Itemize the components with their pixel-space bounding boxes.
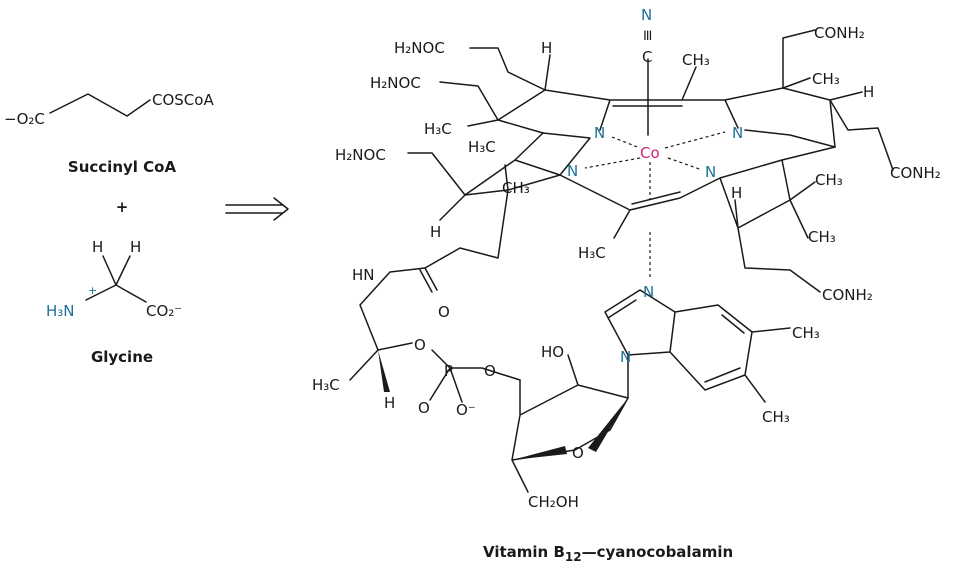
methyl-benzimidazole-2: CH₃ bbox=[762, 408, 790, 426]
upper-right-substituents bbox=[782, 29, 863, 101]
amide-left-low: H₂NOC bbox=[335, 146, 386, 164]
amide-left-top: H₂NOC bbox=[394, 39, 445, 57]
corrin-nitrogen-upper-right: N bbox=[732, 124, 743, 142]
corrin-ring-upper bbox=[439, 47, 836, 148]
b12-bond-skeleton bbox=[349, 29, 894, 493]
methyl-left-upper: H₃C bbox=[424, 120, 452, 138]
cyanide-triple-bond: ≡ bbox=[639, 29, 657, 42]
methyl-propanol: H₃C bbox=[312, 376, 340, 394]
succinyl-chain-bonds bbox=[49, 93, 151, 117]
benzimidazole-nitrogen-top: N bbox=[643, 283, 654, 301]
amide-top-right: CONH₂ bbox=[814, 24, 865, 42]
propanol-wedge bbox=[378, 350, 390, 392]
succinyl-coa-structure: −O₂C COSCoA Succinyl CoA bbox=[4, 91, 214, 176]
cobalt-center: Co bbox=[640, 144, 660, 162]
retrosynthesis-arrow bbox=[225, 197, 289, 221]
amide-carbonyl-oxygen: O bbox=[438, 303, 450, 321]
corrin-nitrogen-upper-left: N bbox=[594, 124, 605, 142]
succinyl-thioester-label: COSCoA bbox=[152, 91, 214, 109]
corrin-nitrogen-lower-left: N bbox=[567, 162, 578, 180]
amide-right: CONH₂ bbox=[890, 164, 941, 182]
glycine-bonds bbox=[85, 255, 147, 303]
benzimidazole-bonds bbox=[604, 289, 791, 403]
ribose-wedge-right bbox=[588, 398, 628, 452]
amide-left-mid: H₂NOC bbox=[370, 74, 421, 92]
methyl-benzimidazole-1: CH₃ bbox=[792, 324, 820, 342]
hydrogen-lower-left: H bbox=[430, 223, 441, 241]
phosphate-bonds bbox=[429, 349, 521, 403]
corrin-ring-lower bbox=[407, 99, 894, 293]
methyl-lower-right-2: CH₃ bbox=[808, 228, 836, 246]
methyl-left-mid: H₃C bbox=[468, 138, 496, 156]
methyl-lower-center: H₃C bbox=[578, 244, 606, 262]
corrin-nitrogen-lower-right: N bbox=[705, 163, 716, 181]
glycine-caption: Glycine bbox=[91, 348, 153, 366]
phosphate-oxygen-anion: O⁻ bbox=[456, 401, 476, 419]
phosphate-phosphorus: P bbox=[444, 362, 453, 380]
ribose-hydroxyl: HO bbox=[541, 343, 564, 361]
cobalt-coordination-bonds bbox=[584, 131, 726, 280]
glycine-h-left: H bbox=[92, 238, 103, 256]
glycine-ammonium-charge: + bbox=[88, 284, 97, 297]
glycine-structure: H H + H₃N CO₂⁻ Glycine bbox=[46, 238, 182, 366]
succinyl-carboxylate-label: −O₂C bbox=[4, 110, 45, 128]
amide-chain-bonds bbox=[359, 267, 438, 351]
cyanide-nitrogen: N bbox=[641, 6, 652, 24]
methyl-upper-right: CH₃ bbox=[812, 70, 840, 88]
succinyl-coa-caption: Succinyl CoA bbox=[68, 158, 177, 176]
glycine-carboxylate-label: CO₂⁻ bbox=[146, 302, 182, 320]
methyl-lower-right-1: CH₃ bbox=[815, 171, 843, 189]
benzimidazole-nitrogen-bottom: N bbox=[620, 348, 631, 366]
ribose-ring-oxygen: O bbox=[572, 444, 584, 462]
hydrogen-lower-right: H bbox=[731, 184, 742, 202]
plus-sign: + bbox=[116, 198, 129, 216]
glycine-h-right: H bbox=[130, 238, 141, 256]
ribose-hydroxymethyl: CH₂OH bbox=[528, 493, 579, 511]
glycine-ammonium-label: H₃N bbox=[46, 302, 75, 320]
hydrogen-upper-right: H bbox=[863, 83, 874, 101]
ribose-wedge-left bbox=[512, 446, 567, 460]
amide-lower-right: CONH₂ bbox=[822, 286, 873, 304]
amide-nh: HN bbox=[352, 266, 375, 284]
phosphate-oxygen-right: O bbox=[484, 362, 496, 380]
propanol-bonds bbox=[349, 342, 413, 381]
methyl-top: CH₃ bbox=[682, 51, 710, 69]
vitamin-b12-caption: Vitamin B12—cyanocobalamin bbox=[483, 543, 733, 564]
ester-oxygen: O bbox=[414, 336, 426, 354]
b12-atom-labels: N ≡ C Co N N N N N N CH₃ CH₃ H₃C H₃C CH₃… bbox=[312, 6, 941, 511]
methyl-center: CH₃ bbox=[502, 179, 530, 197]
phosphate-oxygen-double: O bbox=[418, 399, 430, 417]
hydrogen-propanol: H bbox=[384, 394, 395, 412]
cyanide-carbon: C bbox=[642, 48, 652, 66]
hydrogen-top-left: H bbox=[541, 39, 552, 57]
